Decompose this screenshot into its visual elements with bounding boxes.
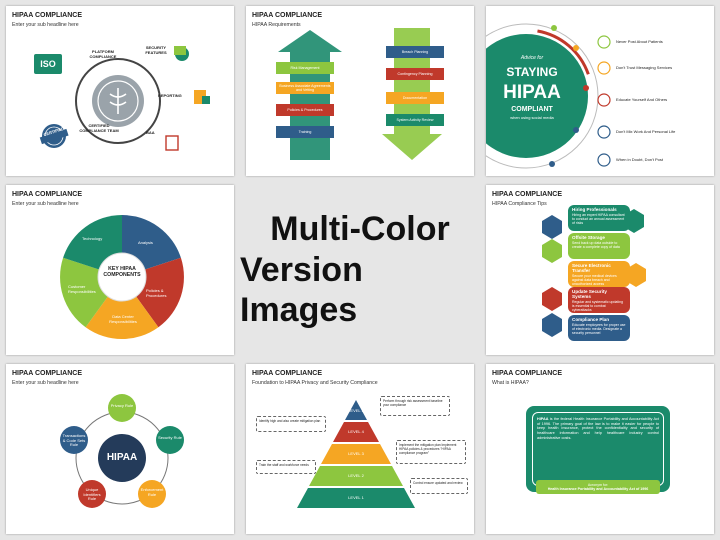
slide-title: HIPAA COMPLIANCE: [252, 370, 322, 377]
acronym-label: Acronym for:: [587, 483, 609, 487]
slide-platform-compliance[interactable]: HIPAA COMPLIANCE Enter your sub headline…: [6, 6, 234, 176]
segment-policies: Policies & Procedures: [146, 288, 167, 298]
requirement-documentation: Documentation: [386, 92, 444, 104]
platform-compliance-label: PLATFORM COMPLIANCE: [89, 49, 117, 59]
rule-security: Security Rule: [158, 435, 182, 440]
compliant-label: COMPLIANT: [511, 106, 553, 113]
requirement-policies: Policies & Procedures: [276, 104, 334, 116]
requirement-training: Training: [276, 126, 334, 138]
segment-customer: Customer Responsibilities: [68, 284, 96, 294]
slide-subtitle: Foundation to HIPAA Privacy and Security…: [252, 380, 378, 386]
slide-subtitle: HIPAA Requirements: [252, 22, 301, 28]
rule-unique-identifiers: Unique Identifiers Rule: [83, 487, 101, 502]
definition-panel: [526, 406, 670, 492]
note-level-4: Identify high and also create mitigation…: [256, 416, 326, 432]
hipaa-big-label: HIPAA: [503, 82, 561, 103]
segment-technology: Technology: [82, 236, 103, 241]
slide-subtitle: Enter your sub headline here: [12, 380, 79, 386]
note-level-3: Implement the mitigation plan Implement …: [396, 440, 466, 464]
note-level-1: Control ensure updated and review: [410, 478, 468, 494]
slide-foundation-pyramid[interactable]: HIPAA COMPLIANCE Foundation to HIPAA Pri…: [246, 364, 474, 534]
heading-line-2: Version Images: [240, 250, 363, 330]
iso-label: ISO: [40, 58, 56, 69]
requirement-breach-planning: Breach Planning: [386, 46, 444, 58]
advice-graphic: [486, 23, 611, 169]
certified-team-label: CERTIFIED COMPLIANCE TEAM: [79, 123, 119, 133]
security-features-label: SECURITY FEATURES: [145, 45, 167, 55]
slide-what-is-hipaa[interactable]: HIPAA COMPLIANCE What is HIPAA? HIPAA is…: [486, 364, 714, 534]
note-level-2: Train the staff and workforce needs: [256, 460, 316, 474]
heading-line-1: Multi-Color: [270, 209, 450, 248]
advice-item-5: When in Doubt, Don't Post: [616, 157, 664, 162]
compliance-cycle-graphic: [34, 46, 210, 151]
slide-title: HIPAA COMPLIANCE: [12, 12, 82, 19]
rule-transactions: Transactions & Code Sets Rule: [62, 433, 86, 448]
social-media-label: when using social media: [510, 115, 554, 120]
slide-subtitle: Enter your sub headline here: [12, 22, 79, 28]
reporting-label: REPORTING: [158, 93, 182, 98]
level-5: LEVEL 5: [348, 408, 364, 413]
requirement-contingency: Contingency Planning: [386, 68, 444, 80]
requirement-risk-management: Risk Management: [276, 62, 334, 74]
level-2: LEVEL 2: [348, 473, 364, 478]
level-3: LEVEL 3: [348, 451, 364, 456]
slide-compliance-tips[interactable]: HIPAA COMPLIANCE HIPAA Compliance Tips H…: [486, 185, 714, 355]
note-level-5: Perform through risk assessment baseline…: [380, 396, 450, 416]
rule-enforcement: Enforcement Rule: [140, 487, 164, 497]
slide-title: HIPAA COMPLIANCE: [12, 370, 82, 377]
definition-text: HIPAA is the federal Health Insurance Po…: [532, 412, 664, 486]
slide-key-components[interactable]: HIPAA COMPLIANCE Enter your sub headline…: [6, 185, 234, 355]
staying-label: STAYING: [506, 65, 558, 79]
rules-center-label: HIPAA: [106, 452, 138, 463]
rules-diagram: [60, 394, 184, 508]
requirement-system-activity: System Activity Review: [386, 114, 444, 126]
advice-item-2: Don't Trust Messaging Services: [616, 65, 673, 70]
slide-subtitle: What is HIPAA?: [492, 380, 529, 386]
requirement-business-associate: Business Associate Agreements and Vettin…: [276, 82, 334, 94]
pyramid-graphic: [297, 400, 415, 508]
components-center-label: KEY HIPAA COMPONENTS: [103, 266, 141, 278]
center-heading: Multi-Color Version Images: [240, 180, 480, 360]
baa-label: BAA: [146, 130, 155, 135]
rule-privacy: Privacy Rule: [110, 403, 134, 408]
slide-title: HIPAA COMPLIANCE: [252, 12, 322, 19]
advice-item-1: Never Post About Patients: [616, 39, 663, 44]
advice-item-3: Educate Yourself And Others: [616, 97, 668, 102]
components-wheel: [60, 215, 184, 340]
slide-hipaa-requirements[interactable]: HIPAA COMPLIANCE HIPAA Requirements Risk…: [246, 6, 474, 176]
level-1: LEVEL 1: [348, 495, 364, 500]
advice-item-4: Don't Mix Work And Personal Life: [616, 129, 676, 134]
slide-subtitle: Enter your sub headline here: [12, 201, 79, 207]
acronym-expansion: Health Insurance Portability and Account…: [547, 487, 649, 491]
slide-social-media-advice[interactable]: Advice for STAYING HIPAA COMPLIANT when …: [486, 6, 714, 176]
tips-icons: [542, 209, 646, 337]
slide-hipaa-rules[interactable]: HIPAA COMPLIANCE Enter your sub headline…: [6, 364, 234, 534]
level-4: LEVEL 4: [348, 429, 364, 434]
segment-data-center: Data Center Responsibilities: [109, 314, 137, 324]
slide-title: HIPAA COMPLIANCE: [492, 191, 562, 198]
slide-title: HIPAA COMPLIANCE: [12, 191, 82, 198]
advice-label: Advice for: [520, 55, 544, 61]
slide-subtitle: HIPAA Compliance Tips: [492, 201, 547, 207]
acronym-banner: Acronym for: Health Insurance Portabilit…: [536, 480, 660, 494]
slide-title: HIPAA COMPLIANCE: [492, 370, 562, 377]
segment-analysis: Analysis: [138, 240, 153, 245]
